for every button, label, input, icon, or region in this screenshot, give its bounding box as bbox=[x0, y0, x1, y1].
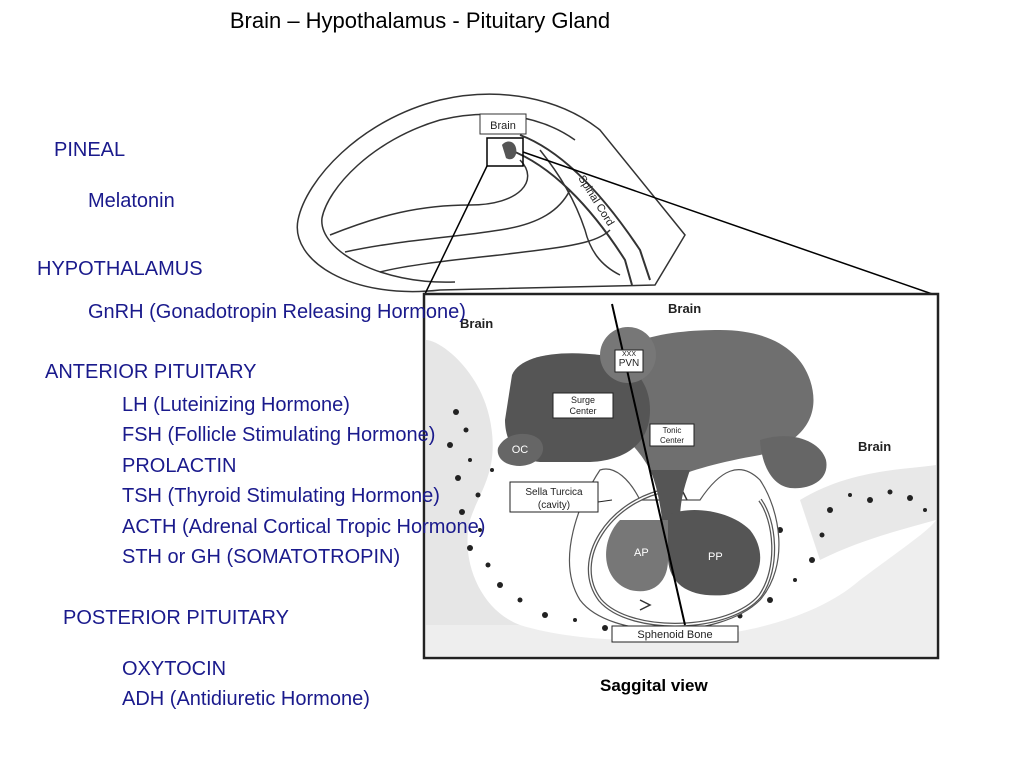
tonic-center-label-1: Tonic bbox=[663, 426, 682, 435]
head-overview bbox=[296, 93, 686, 293]
surge-center-label-1: Surge bbox=[571, 395, 595, 405]
oc-label: OC bbox=[512, 444, 529, 456]
sella-label-2: (cavity) bbox=[538, 500, 570, 511]
ap-label: AP bbox=[634, 547, 649, 559]
head-outline bbox=[296, 93, 686, 293]
list-item: LH (Luteinizing Hormone) bbox=[122, 394, 350, 416]
list-item: TSH (Thyroid Stimulating Hormone) bbox=[122, 485, 440, 508]
posterior-heading: POSTERIOR PITUITARY bbox=[63, 607, 289, 629]
pp-label: PP bbox=[708, 551, 723, 563]
brain-fold-2 bbox=[344, 189, 571, 253]
brain-fold-3 bbox=[379, 229, 611, 273]
skull-inner bbox=[321, 113, 576, 283]
sphenoid-label: Sphenoid Bone bbox=[637, 629, 712, 641]
diagram-caption: Saggital view bbox=[600, 676, 708, 695]
spinal-cord-line-2 bbox=[509, 149, 633, 286]
inset-brain-left: Brain bbox=[460, 316, 493, 331]
posterior-hormone-list: OXYTOCIN ADH (Antidiuretic Hormone) bbox=[122, 654, 370, 715]
zoom-line-left bbox=[423, 165, 488, 297]
anterior-pituitary bbox=[606, 520, 668, 592]
list-item: FSH (Follicle Stimulating Hormone) bbox=[122, 424, 436, 447]
optic-chiasm bbox=[497, 433, 544, 466]
posterior-pituitary bbox=[668, 510, 761, 596]
hypothalamus-heading: HYPOTHALAMUS bbox=[37, 258, 203, 280]
tonic-center-box bbox=[649, 423, 695, 447]
tissue-left bbox=[426, 296, 520, 625]
brain-label-box bbox=[479, 113, 527, 135]
list-item: STH or GH (SOMATOTROPIN) bbox=[122, 546, 401, 569]
stalk bbox=[650, 470, 690, 520]
list-item: PROLACTIN bbox=[122, 454, 237, 477]
hypothalamus-item-gnrh: GnRH (Gonadotropin Releasing Hormone) bbox=[88, 301, 466, 323]
tonic-center-label-2: Center bbox=[660, 436, 684, 445]
page-title: Brain – Hypothalamus - Pituitary Gland bbox=[229, 8, 611, 33]
anterior-hormone-list: LH (Luteinizing Hormone) FSH (Follicle S… bbox=[122, 390, 485, 572]
surge-center-box bbox=[552, 392, 614, 419]
arrow-left-down bbox=[639, 599, 652, 611]
spinal-cord-line-1 bbox=[519, 134, 651, 281]
sella-pointer bbox=[597, 499, 613, 503]
pvn-box bbox=[614, 349, 644, 373]
list-item: ADH (Antidiuretic Hormone) bbox=[122, 688, 370, 711]
inset-brain-right: Brain bbox=[858, 439, 891, 454]
overview-brain-label: Brain bbox=[490, 120, 516, 132]
brain-fold-4 bbox=[539, 149, 621, 276]
pineal-item-melatonin: Melatonin bbox=[88, 190, 175, 212]
pineal-heading: PINEAL bbox=[54, 139, 126, 161]
list-item: ACTH (Adrenal Cortical Tropic Hormone) bbox=[122, 515, 486, 538]
list-item: OXYTOCIN bbox=[122, 658, 227, 680]
zoom-line-right bbox=[522, 151, 939, 297]
pvn-label: PVN bbox=[619, 358, 640, 369]
brain-fold-1 bbox=[329, 159, 529, 236]
portal-loop-inner bbox=[589, 489, 774, 626]
tissue-right bbox=[800, 465, 936, 560]
surge-center-label-2: Center bbox=[569, 406, 596, 416]
sella-box bbox=[509, 481, 599, 513]
sphenoid-box bbox=[611, 625, 739, 643]
inset-brain-top: Brain bbox=[668, 301, 701, 316]
anterior-heading: ANTERIOR PITUITARY bbox=[45, 361, 257, 383]
tissue-bone bbox=[426, 520, 936, 656]
pvn-marks: XXX bbox=[622, 351, 636, 358]
sella-label-1: Sella Turcica bbox=[525, 487, 583, 498]
pituitary-small bbox=[502, 141, 517, 160]
brain-mass-right bbox=[760, 436, 827, 489]
